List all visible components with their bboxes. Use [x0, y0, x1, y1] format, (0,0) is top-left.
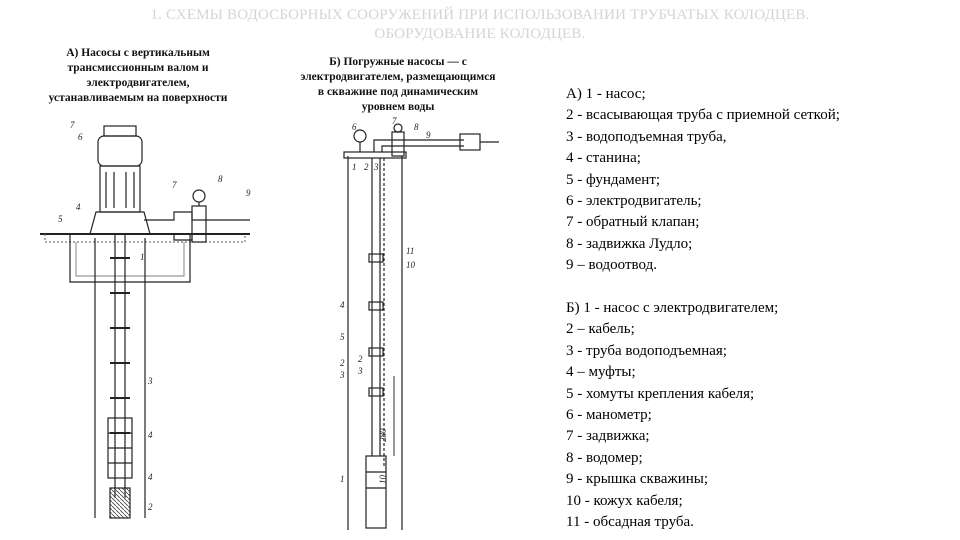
legend-b: Б) 1 - насос с электродвигателем; 2 – ка… [566, 298, 778, 533]
legend-a-item: 5 - фундамент; [566, 171, 661, 188]
legend-b-item: 4 – муфты; [566, 364, 636, 381]
legend-b-item: 2 – кабель; [566, 321, 635, 338]
label-b: 10 [378, 475, 388, 485]
label-a: 8 [218, 174, 223, 184]
legend-b-item: 3 - труба водоподъемная; [566, 342, 727, 359]
caption-a: А) Насосы с вертикальным трансмиссионным… [22, 46, 254, 106]
legend-a: А) 1 - насос; 2 - всасывающая труба с пр… [566, 84, 840, 277]
label-b: 5 [340, 332, 345, 342]
label-a: 6 [78, 132, 83, 142]
label-a: 4 [148, 472, 153, 482]
legend-a-item: А) 1 - насос; [566, 86, 646, 102]
label-b: 1 [352, 162, 357, 172]
label-b: 8 [414, 122, 419, 132]
legend-b-item: 7 - задвижка; [566, 428, 650, 445]
label-a: 7 [70, 120, 75, 130]
label-b: 3 [357, 366, 363, 376]
label-b: 3 [373, 162, 379, 172]
caption-a-line: устанавливаемым на поверхности [48, 92, 228, 104]
label-a: 1 [140, 252, 145, 262]
legend-b-item: 9 - крышка скважины; [566, 471, 709, 488]
label-b: 4 [340, 300, 345, 310]
label-b: 2 [340, 358, 345, 368]
legend-a-item: 6 - электродвигатель; [566, 192, 702, 209]
label-a: 4 [148, 430, 153, 440]
label-a: 2 [148, 502, 153, 512]
label-a: 3 [147, 376, 153, 386]
caption-b-line: электродвигателем, размещающимся [300, 71, 496, 83]
label-b: 7 [392, 116, 397, 126]
legend-a-item: 4 - станина; [566, 150, 641, 167]
label-b: 2 [358, 354, 363, 364]
label-b: 11 [406, 246, 414, 256]
slide-title-line-1: 1. СХЕМЫ ВОДОСБОРНЫХ СООРУЖЕНИЙ ПРИ ИСПО… [150, 7, 810, 23]
diagram-b-submersible-pump: 6 7 8 9 1 2 3 11 10 4 5 2 3 1 2 3 280 10 [339, 116, 499, 530]
legend-b-item: 10 - кожух кабеля; [566, 492, 683, 509]
caption-b-line: в скважине под динамическим [317, 86, 479, 98]
label-a: 4 [76, 202, 81, 212]
caption-b-line: Б) Погружные насосы — с [329, 56, 467, 68]
legend-a-item: 8 - задвижка Лудло; [566, 235, 693, 252]
caption-b-line: уровнем воды [361, 101, 435, 113]
label-b: 10 [406, 260, 416, 270]
label-b: 2 [364, 162, 369, 172]
legend-b-item: 5 - хомуты крепления кабеля; [566, 385, 755, 402]
legend-a-item: 3 - водоподъемная труба, [566, 128, 727, 145]
diagram-a-shaft-pump: 7 6 5 4 1 7 8 9 3 4 4 2 [40, 120, 251, 519]
label-a: 9 [246, 188, 251, 198]
caption-a-line: электродвигателем, [86, 77, 190, 89]
slide-title: 1. СХЕМЫ ВОДОСБОРНЫХ СООРУЖЕНИЙ ПРИ ИСПО… [0, 6, 960, 44]
label-b: 3 [339, 370, 345, 380]
label-b: 9 [426, 130, 431, 140]
label-b: 1 [340, 474, 345, 484]
label-b: 280 [378, 428, 388, 442]
legend-b-item: 8 - водомер; [566, 449, 643, 466]
label-a: 7 [172, 180, 177, 190]
caption-b: Б) Погружные насосы — с электродвигателе… [285, 55, 511, 115]
slide-title-line-2: ОБОРУДОВАНИЕ КОЛОДЦЕВ. [374, 26, 586, 42]
caption-a-line: А) Насосы с вертикальным [66, 47, 210, 59]
label-a: 5 [58, 214, 63, 224]
legend-b-item: 6 - манометр; [566, 406, 652, 423]
legend-b-item: 11 - обсадная труба. [566, 513, 694, 530]
caption-a-line: трансмиссионным валом и [67, 62, 209, 74]
legend-a-item: 2 - всасывающая труба с приемной сеткой; [566, 107, 840, 124]
legend-a-item: 7 - обратный клапан; [566, 214, 700, 231]
label-b: 6 [352, 122, 357, 132]
legend-a-item: 9 – водоотвод. [566, 257, 657, 274]
legend-b-item: Б) 1 - насос с электродвигателем; [566, 300, 779, 316]
